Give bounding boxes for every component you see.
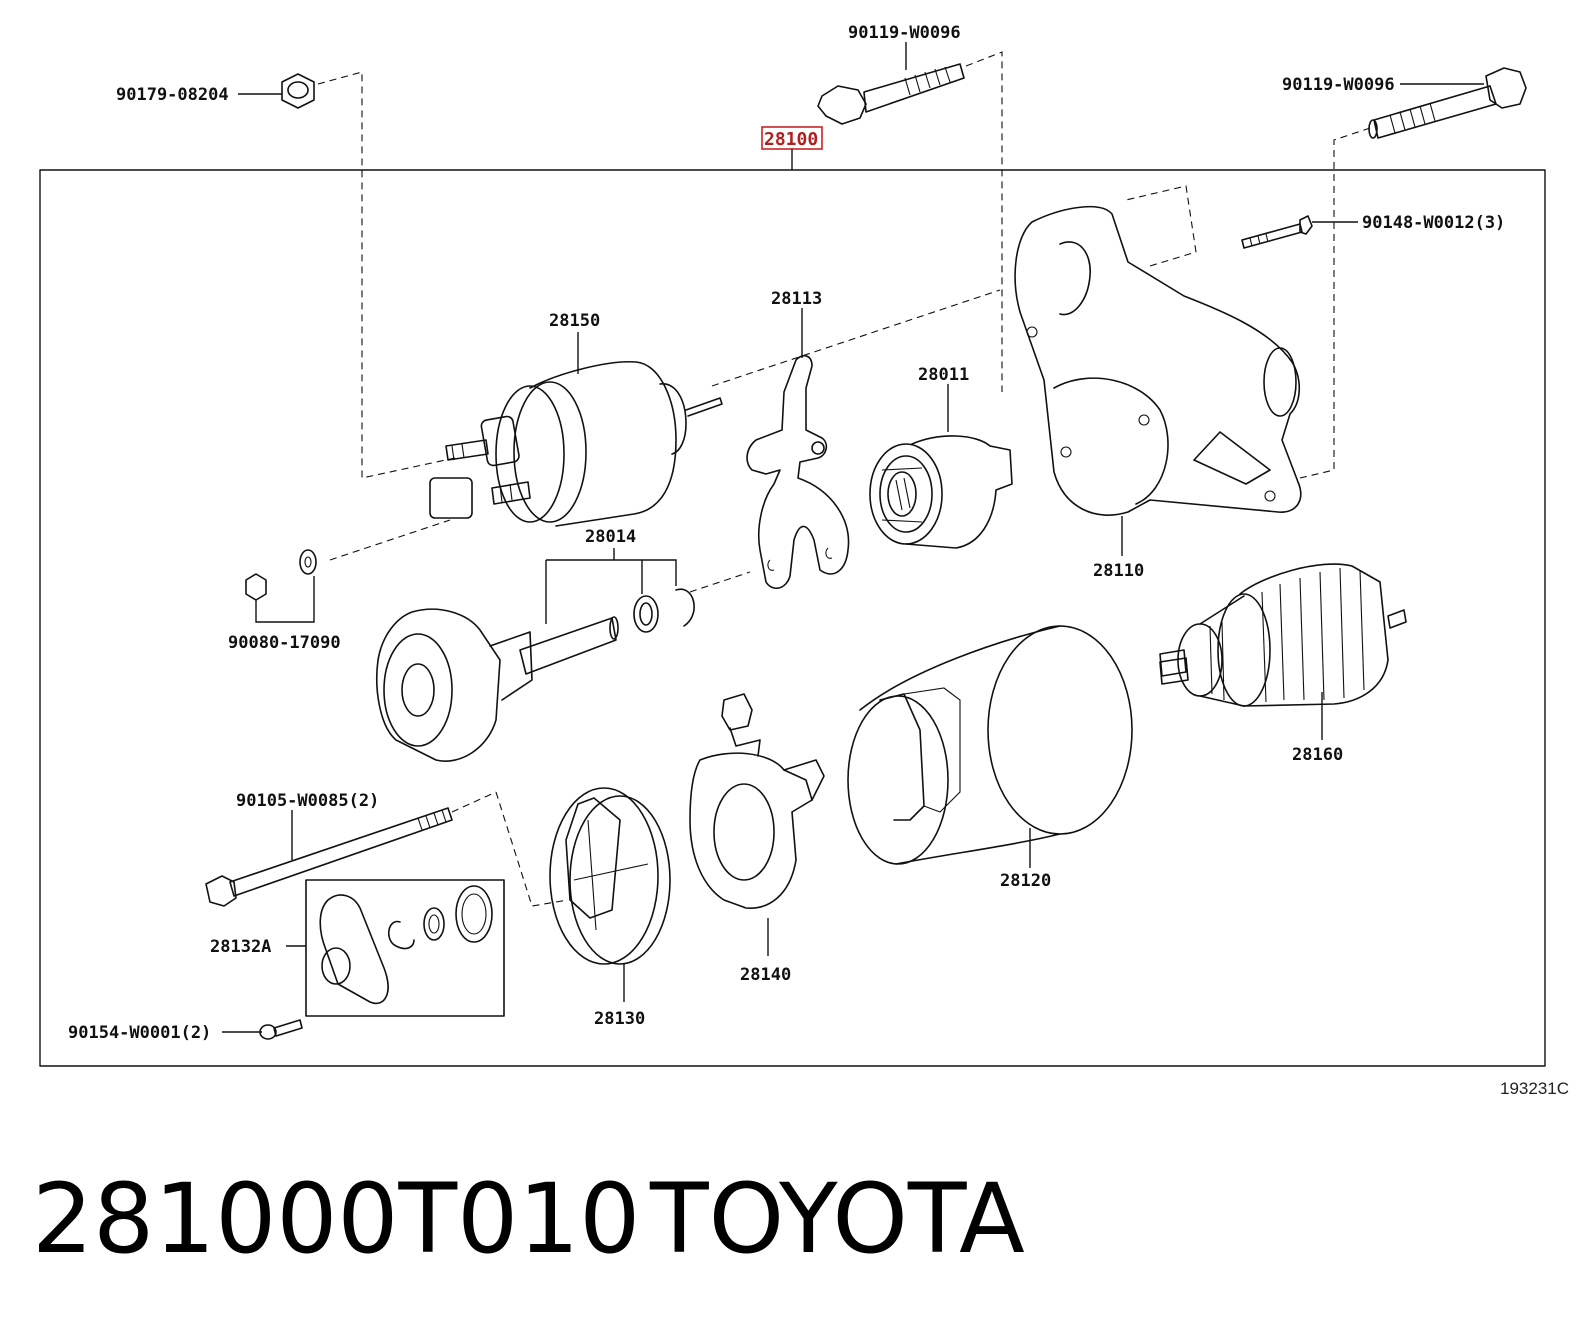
label-28113: 28113 (771, 289, 822, 309)
label-28132a: 28132A (210, 937, 271, 957)
label-28130: 28130 (594, 1009, 645, 1029)
solenoid-28150-icon (429, 332, 723, 527)
label-28140: 28140 (740, 965, 791, 985)
screw-90148-icon (1241, 215, 1358, 249)
label-90148-w0012: 90148-W0012(3) (1362, 213, 1505, 233)
nut-90179-icon (238, 73, 315, 109)
label-28120: 28120 (1000, 871, 1051, 891)
label-90105-w0085: 90105-W0085(2) (236, 791, 379, 811)
label-90154-w0001: 90154-W0001(2) (68, 1023, 211, 1043)
end-frame-28130-icon (549, 787, 671, 1002)
screw-90154-icon (222, 1019, 303, 1040)
yoke-28120-icon (847, 625, 1133, 868)
label-28110: 28110 (1093, 561, 1144, 581)
housing-28110-icon (1014, 205, 1302, 556)
through-bolt-90105-icon (205, 807, 453, 907)
bolt-90119-right-icon (1368, 67, 1527, 139)
footer-part-number: 281000T010 (32, 1163, 640, 1275)
kit-28132a-icon (286, 879, 505, 1017)
figure-code: 193231C (1500, 1079, 1569, 1098)
armature-28160-icon (1159, 563, 1407, 740)
label-90179-08204: 90179-08204 (116, 85, 229, 105)
brush-holder-28140-icon (689, 693, 825, 956)
label-90080-17090: 90080-17090 (228, 633, 341, 653)
label-28014: 28014 (585, 527, 636, 547)
clutch-28011-icon (869, 384, 1013, 549)
label-90119-w0096-center: 90119-W0096 (848, 23, 961, 43)
label-28011: 28011 (918, 365, 969, 385)
assembly-part-number[interactable]: 28100 (764, 129, 818, 150)
footer-brand: TOYOTA (649, 1163, 1025, 1275)
label-28160: 28160 (1292, 745, 1343, 765)
drive-lever-28113-icon (746, 308, 850, 589)
nut-washer-90080-icon (245, 549, 317, 623)
assembly-number-box (761, 126, 823, 150)
bolt-90119-center-icon (817, 42, 965, 125)
label-90119-w0096-right: 90119-W0096 (1282, 75, 1395, 95)
gear-shaft-28014-icon (376, 548, 695, 762)
label-28150: 28150 (549, 311, 600, 331)
